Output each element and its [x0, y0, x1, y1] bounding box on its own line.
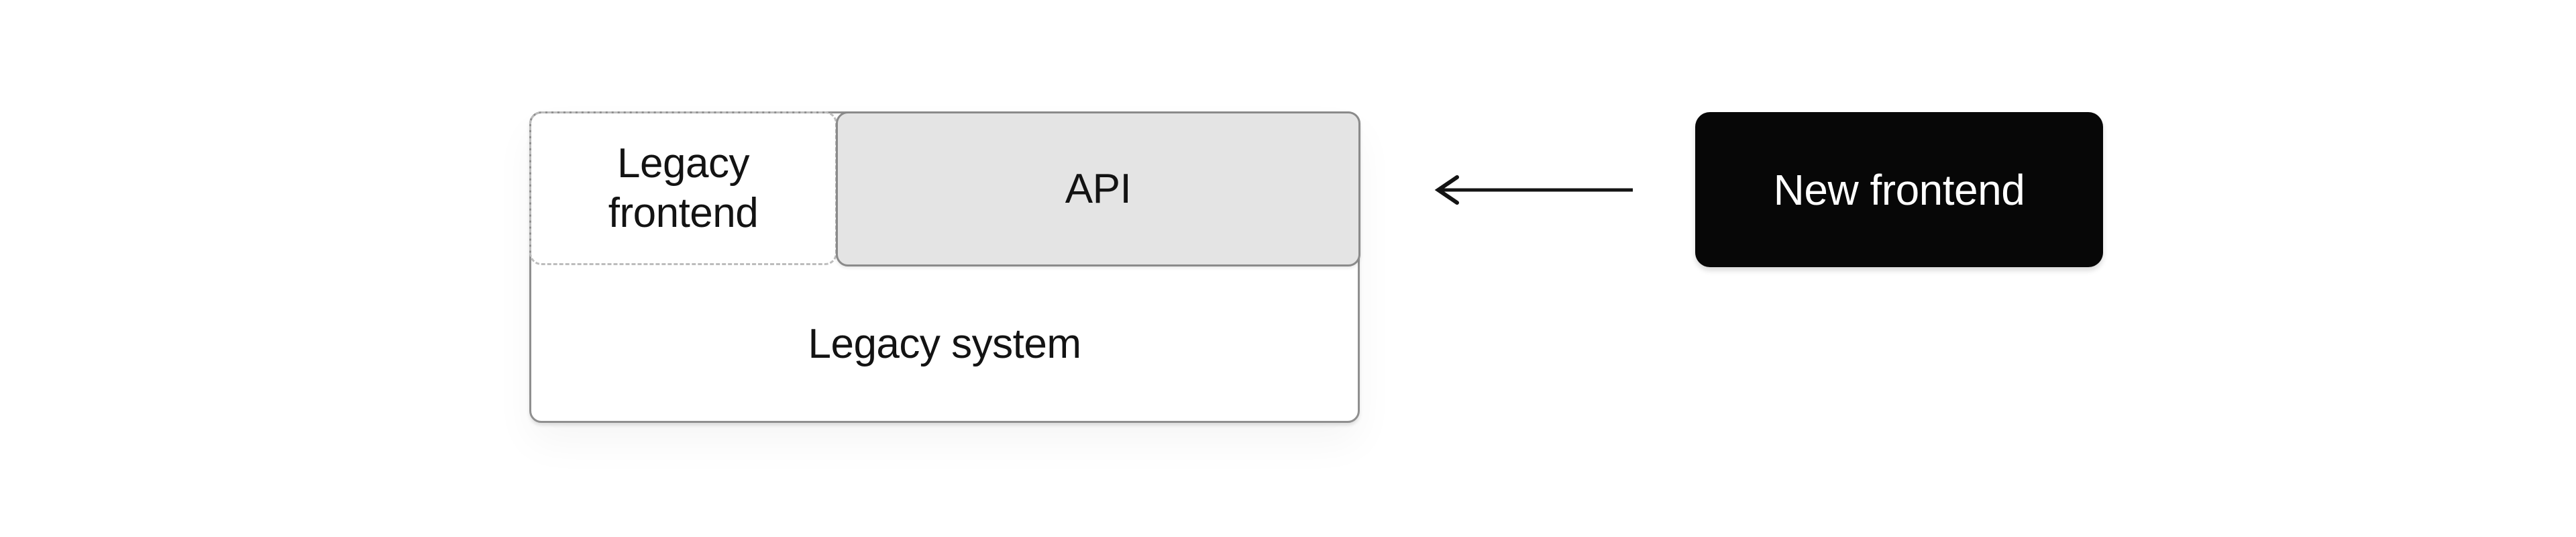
- legacy-frontend-label: Legacy frontend: [608, 140, 759, 236]
- api-box: API: [836, 111, 1360, 266]
- legacy-frontend-box: Legacy frontend: [529, 111, 837, 265]
- new-frontend-box: New frontend: [1695, 112, 2103, 267]
- new-frontend-label: New frontend: [1773, 165, 2025, 214]
- api-label: API: [1065, 166, 1132, 212]
- arrow-left-icon: [1433, 175, 1635, 205]
- legacy-system-label: Legacy system: [808, 320, 1081, 367]
